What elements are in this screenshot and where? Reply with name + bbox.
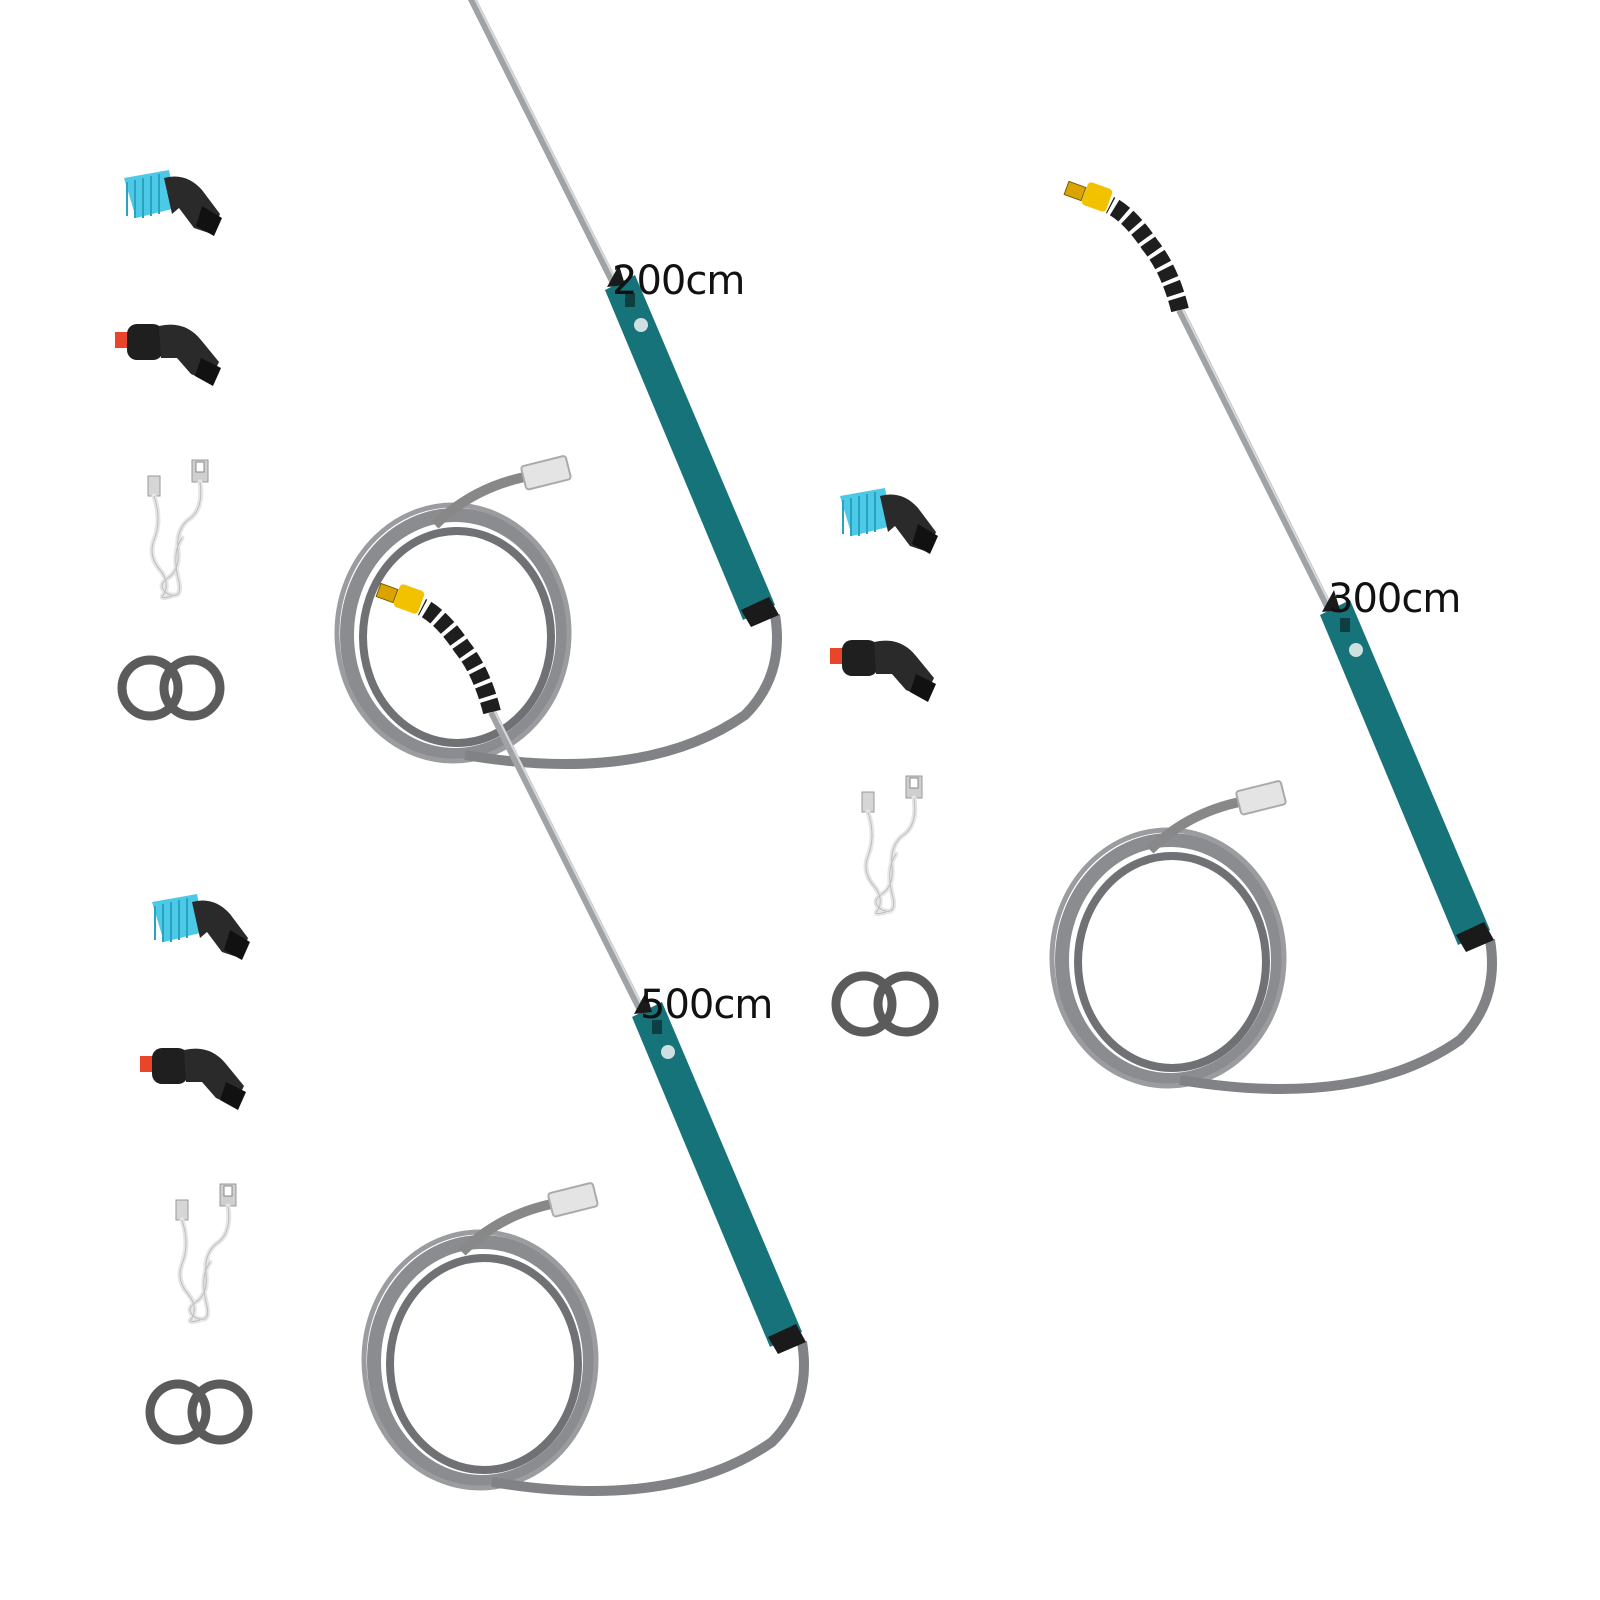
length-label-200cm: 200cm xyxy=(612,258,745,304)
spray-wand-icon xyxy=(364,583,806,1491)
usb-cable-icon xyxy=(176,1184,236,1322)
blue-fan-nozzle-icon xyxy=(151,893,251,961)
length-label-300cm: 300cm xyxy=(1328,576,1461,622)
length-label-500cm: 500cm xyxy=(640,982,773,1028)
red-jet-nozzle-icon xyxy=(140,1048,246,1110)
o-ring-washers-icon xyxy=(150,1384,248,1440)
